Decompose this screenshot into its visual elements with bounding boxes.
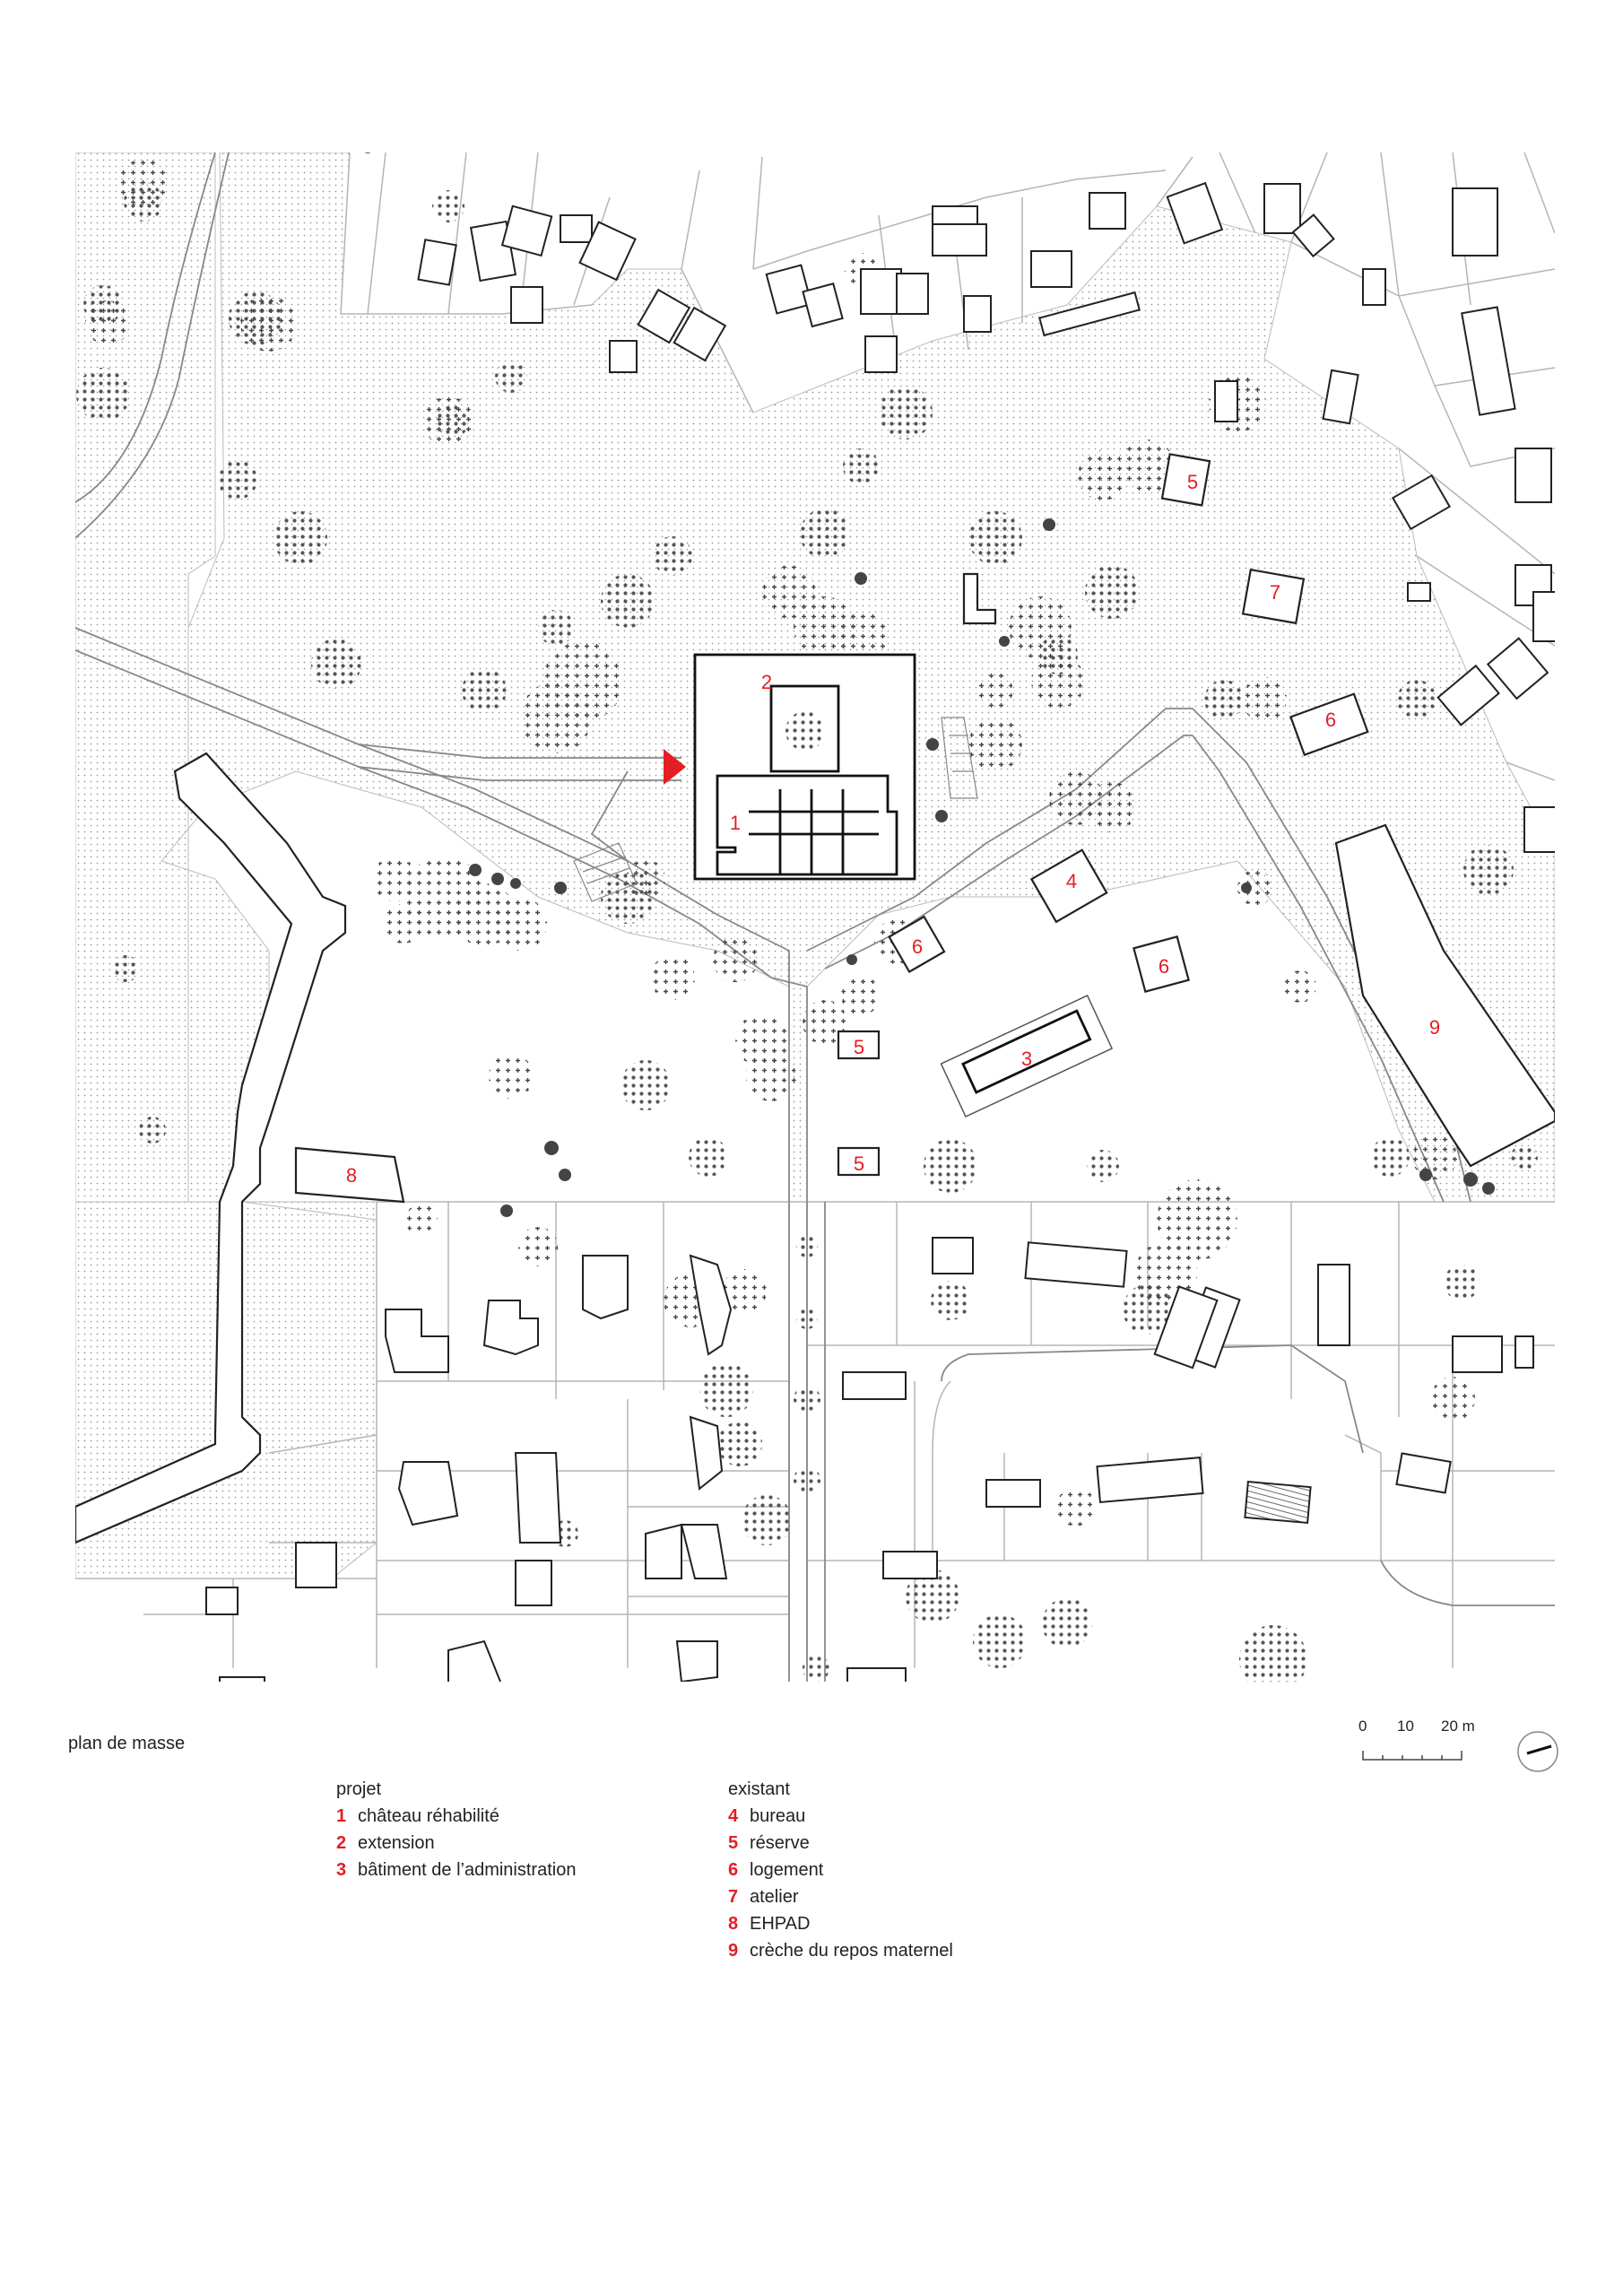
map-label-2: 2 <box>761 671 772 693</box>
trees-small-dark <box>364 152 1495 1217</box>
map-label-6c: 6 <box>912 935 923 958</box>
north-arrow-icon <box>1517 1731 1558 1772</box>
roads <box>75 152 1555 1682</box>
map-label-4: 4 <box>1066 870 1077 892</box>
site-plan-map: 1 2 3 4 5 5 5 6 6 6 7 8 9 <box>75 152 1555 1682</box>
scale-label-10: 10 <box>1397 1718 1414 1735</box>
map-label-5a: 5 <box>1187 471 1198 493</box>
park-buildings <box>75 453 1555 1544</box>
map-label-8: 8 <box>346 1164 357 1187</box>
scale-bar <box>1362 1751 1462 1761</box>
legend-projet-heading: projet <box>336 1779 382 1799</box>
map-label-7: 7 <box>1270 581 1280 604</box>
hatched-building <box>1244 1480 1312 1525</box>
map-caption: plan de masse <box>68 1734 186 1753</box>
map-label-3: 3 <box>1021 1048 1032 1070</box>
scale-bar-labels: 0 10 20 m <box>1358 1718 1502 1739</box>
map-label-5b: 5 <box>854 1036 864 1058</box>
map-label-9: 9 <box>1429 1016 1440 1039</box>
courtyard-tree <box>785 711 825 751</box>
map-label-1: 1 <box>730 812 741 834</box>
legend-existant-heading: existant <box>728 1779 790 1799</box>
scale-label-20: 20 m <box>1441 1718 1475 1735</box>
entrance-arrow-icon <box>664 749 686 785</box>
map-label-6b: 6 <box>1159 955 1169 978</box>
surrounding-buildings <box>205 181 1555 1682</box>
map-label-5c: 5 <box>854 1152 864 1175</box>
trees-dotted <box>76 182 1538 1682</box>
parking <box>573 717 978 902</box>
scale-label-0: 0 <box>1358 1718 1367 1735</box>
map-label-6a: 6 <box>1325 709 1336 731</box>
